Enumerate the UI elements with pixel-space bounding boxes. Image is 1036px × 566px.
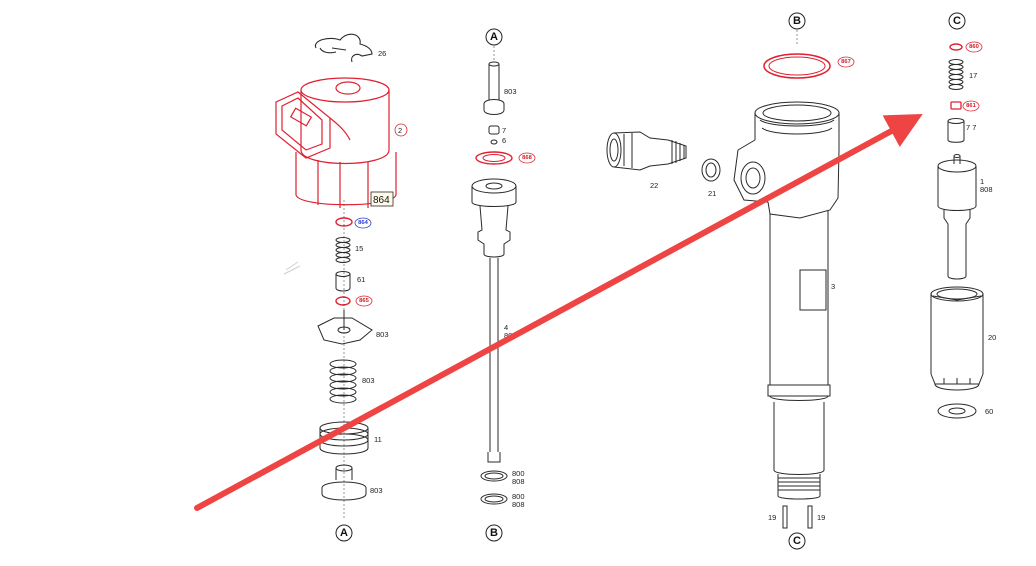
part-label: 22	[650, 181, 658, 190]
badge-867	[837, 56, 855, 68]
injector-body-part	[733, 101, 840, 529]
part-label: 20	[988, 333, 996, 342]
solenoid-housing-part	[275, 77, 397, 208]
nozzle-nut-part	[930, 286, 984, 391]
shim-part	[950, 101, 962, 110]
part-label: 17	[969, 71, 977, 80]
badge-861	[962, 100, 980, 112]
guide-part	[490, 139, 498, 145]
pin-part	[483, 61, 505, 115]
control-rod-group: A 803 7 6 868 4	[471, 28, 536, 542]
connector-c-bottom-letter: C	[793, 535, 801, 547]
badge-865-text: 865	[359, 298, 369, 304]
callout-box-label: 864	[373, 195, 390, 206]
connector-b-top	[788, 12, 806, 30]
solenoid-assembly-group: 26 2 864 864	[275, 33, 408, 542]
part-label: 808	[512, 477, 525, 486]
part-label: 803	[370, 486, 383, 495]
intermediate-disk-part	[947, 118, 965, 143]
connector-a-top	[485, 28, 503, 46]
wire-clip-part	[314, 33, 373, 63]
part-label: 2	[398, 126, 402, 135]
connector-a-bottom-letter: A	[340, 527, 348, 539]
part-label: 800	[512, 492, 525, 501]
o-ring-part	[949, 43, 963, 51]
o-ring-part	[475, 151, 513, 165]
part-label: 808	[980, 185, 993, 194]
part-label: 11	[374, 435, 382, 444]
callout-box	[370, 191, 394, 207]
connector-c-top	[948, 12, 966, 30]
part-label: 803	[376, 330, 389, 339]
badge-864	[354, 217, 372, 229]
badge-868	[518, 152, 536, 164]
connector-c-bottom	[788, 532, 806, 550]
badge-865	[355, 295, 373, 307]
part-label: 808	[512, 500, 525, 509]
part-label: 15	[355, 244, 363, 253]
o-ring-part	[763, 53, 831, 79]
connector-b-bottom-letter: B	[490, 527, 498, 539]
part-label: 4	[504, 323, 508, 332]
part-label: 19	[768, 513, 776, 522]
part-label: 7	[502, 126, 506, 135]
washer-part	[701, 158, 721, 182]
connector-a-top-letter: A	[490, 31, 498, 43]
connector-b-bottom	[485, 524, 503, 542]
valve-body-part	[471, 178, 517, 463]
spring-part	[335, 237, 351, 263]
part-label: 26	[378, 49, 386, 58]
connector-a-bottom	[335, 524, 353, 542]
nozzle-part	[937, 154, 977, 280]
o-ring-part	[335, 296, 351, 306]
part-label: 3	[831, 282, 835, 291]
part-label: 61	[357, 275, 365, 284]
badge-860	[965, 41, 983, 53]
nozzle-group: C 860 17 861 7 7	[930, 12, 996, 419]
washer-part	[480, 470, 508, 505]
part-label: 800	[512, 469, 525, 478]
part-label: 19	[817, 513, 825, 522]
part-label: 60	[985, 407, 993, 416]
sleeve-part	[335, 271, 351, 292]
part-label: 7 7	[966, 123, 976, 132]
part-label: 6	[502, 136, 506, 145]
part-label: 803	[362, 376, 375, 385]
armature-part	[317, 310, 373, 345]
injector-body-group: B 867 22 21	[606, 12, 855, 550]
inlet-fitting-part	[606, 131, 687, 171]
badge-868-text: 868	[522, 155, 532, 161]
large-spring-part	[329, 359, 357, 404]
connector-c-top-letter: C	[953, 15, 961, 27]
badge-861-text: 861	[966, 103, 976, 109]
valve-seat-part	[321, 464, 367, 501]
badge-867-text: 867	[841, 59, 851, 65]
washer-part	[937, 403, 977, 419]
annotation-arrow	[194, 113, 923, 511]
part-label: 21	[708, 189, 716, 198]
spring-part	[948, 59, 964, 90]
part-label: 803	[504, 87, 517, 96]
part-label: 1	[980, 177, 984, 186]
badge-864-text: 864	[358, 220, 368, 226]
ball-part	[488, 125, 500, 135]
connector-b-top-letter: B	[793, 15, 801, 27]
badge-860-text: 860	[969, 44, 979, 50]
